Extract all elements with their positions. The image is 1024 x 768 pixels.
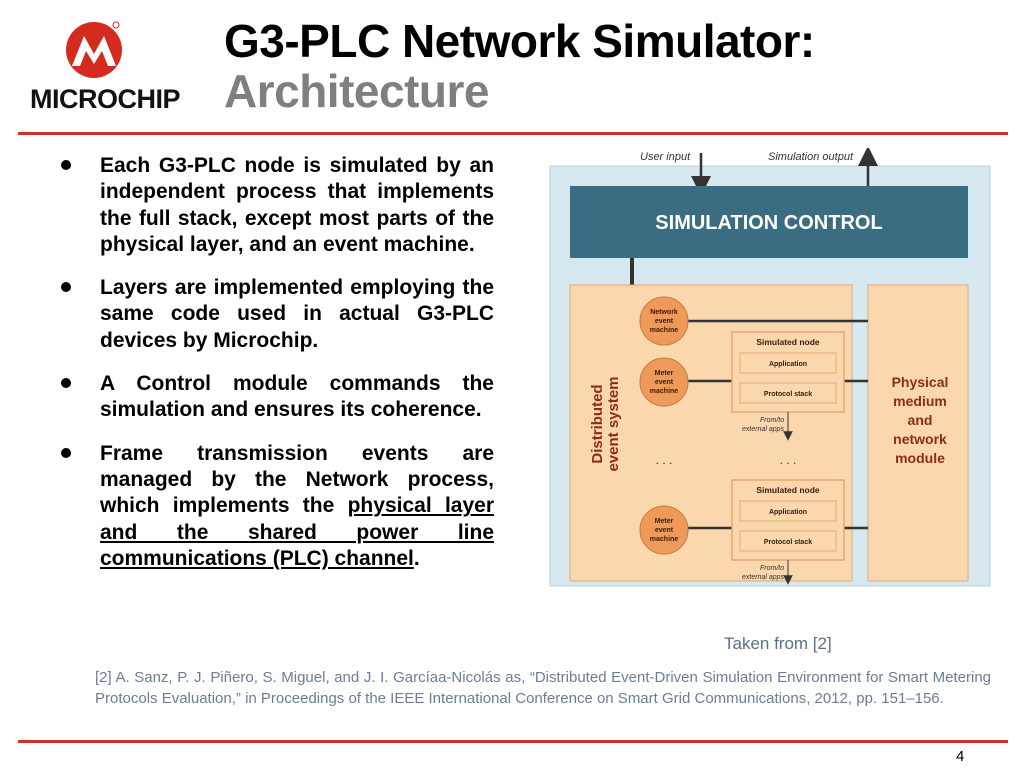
bullet-text: Frame transmission events are managed by… (100, 441, 494, 518)
network-em-3: machine (650, 327, 679, 334)
external-apps-label: external apps (742, 426, 785, 433)
meter-event-machine-circle (639, 357, 689, 407)
protocol-stack-label: Protocol stack (764, 539, 812, 546)
microchip-logo-mark-icon (66, 21, 122, 78)
meter-em-3: machine (650, 388, 679, 395)
from-to-label: From/to (760, 565, 784, 572)
bullet-text: Each G3-PLC node is simulated by an inde… (100, 154, 494, 256)
page-subtitle: Architecture (224, 65, 489, 117)
page-number: 4 (956, 748, 965, 765)
bullet-item: Each G3-PLC node is simulated by an inde… (58, 153, 494, 258)
simulation-control-box (570, 186, 968, 258)
physical-module-box (867, 284, 969, 582)
meter-em-1: Meter (655, 370, 674, 377)
ellipsis-left: . . . (656, 453, 673, 467)
meter-em-2: event (655, 527, 674, 534)
reference-citation: [2] A. Sanz, P. J. Piñero, S. Miguel, an… (95, 669, 991, 707)
bullet-item: Frame transmission events are managed by… (58, 441, 494, 572)
network-em-2: event (655, 318, 674, 325)
simulation-output-label: Simulation output (768, 151, 854, 163)
distributed-label-line2: event system (605, 376, 622, 471)
page-title: G3-PLC Network Simulator: (224, 15, 815, 67)
ellipsis-right: . . . (780, 453, 797, 467)
bullet-text-underlined: physical layer and the shared power line… (100, 494, 494, 570)
figure-caption: Taken from [2] (724, 634, 832, 653)
bottom-divider (18, 740, 1008, 743)
physical-label-3: and (908, 412, 933, 428)
architecture-diagram: User input Simulation output SIMULATION … (549, 148, 991, 587)
distributed-label-line1: Distributed (589, 384, 606, 463)
meter-em-2: event (655, 379, 674, 386)
application-box (739, 500, 837, 522)
simulation-control-label: SIMULATION CONTROL (655, 212, 882, 234)
bullet-item: A Control module commands the simulation… (58, 371, 494, 424)
bullet-text-end: . (413, 546, 420, 570)
application-label: Application (769, 361, 807, 368)
bullet-item: Layers are implemented employing the sam… (58, 275, 494, 354)
external-apps-label: external apps (742, 574, 785, 581)
protocol-stack-label: Protocol stack (764, 391, 812, 398)
microchip-wordmark: MICROCHIP (30, 84, 181, 114)
meter-em-1: Meter (655, 518, 674, 525)
network-event-machine-circle (639, 296, 689, 346)
bullet-dot-icon (61, 282, 71, 293)
physical-label-4: network (893, 431, 947, 447)
bullet-text: Layers are implemented employing the sam… (100, 276, 494, 352)
microchip-logo: MICROCHIP (22, 20, 192, 120)
network-em-1: Network (650, 309, 678, 316)
top-divider (18, 132, 1008, 135)
physical-label-1: Physical (892, 374, 949, 390)
protocol-stack-box (739, 530, 837, 552)
user-input-label: User input (640, 151, 691, 163)
physical-label-2: medium (893, 393, 947, 409)
application-box (739, 352, 837, 374)
protocol-stack-box (739, 382, 837, 404)
from-to-label: From/to (760, 417, 784, 424)
bullet-dot-icon (61, 447, 71, 458)
bullet-list: Each G3-PLC node is simulated by an inde… (58, 153, 494, 589)
physical-label-5: module (895, 450, 945, 466)
simulated-node-label: Simulated node (756, 337, 820, 347)
application-label: Application (769, 509, 807, 516)
bullet-text: A Control module commands the simulation… (100, 372, 494, 422)
bullet-dot-icon (61, 378, 71, 389)
simulated-node-label: Simulated node (756, 485, 820, 495)
bullet-dot-icon (61, 160, 71, 170)
meter-event-machine-circle (639, 505, 689, 555)
meter-em-3: machine (650, 536, 679, 543)
